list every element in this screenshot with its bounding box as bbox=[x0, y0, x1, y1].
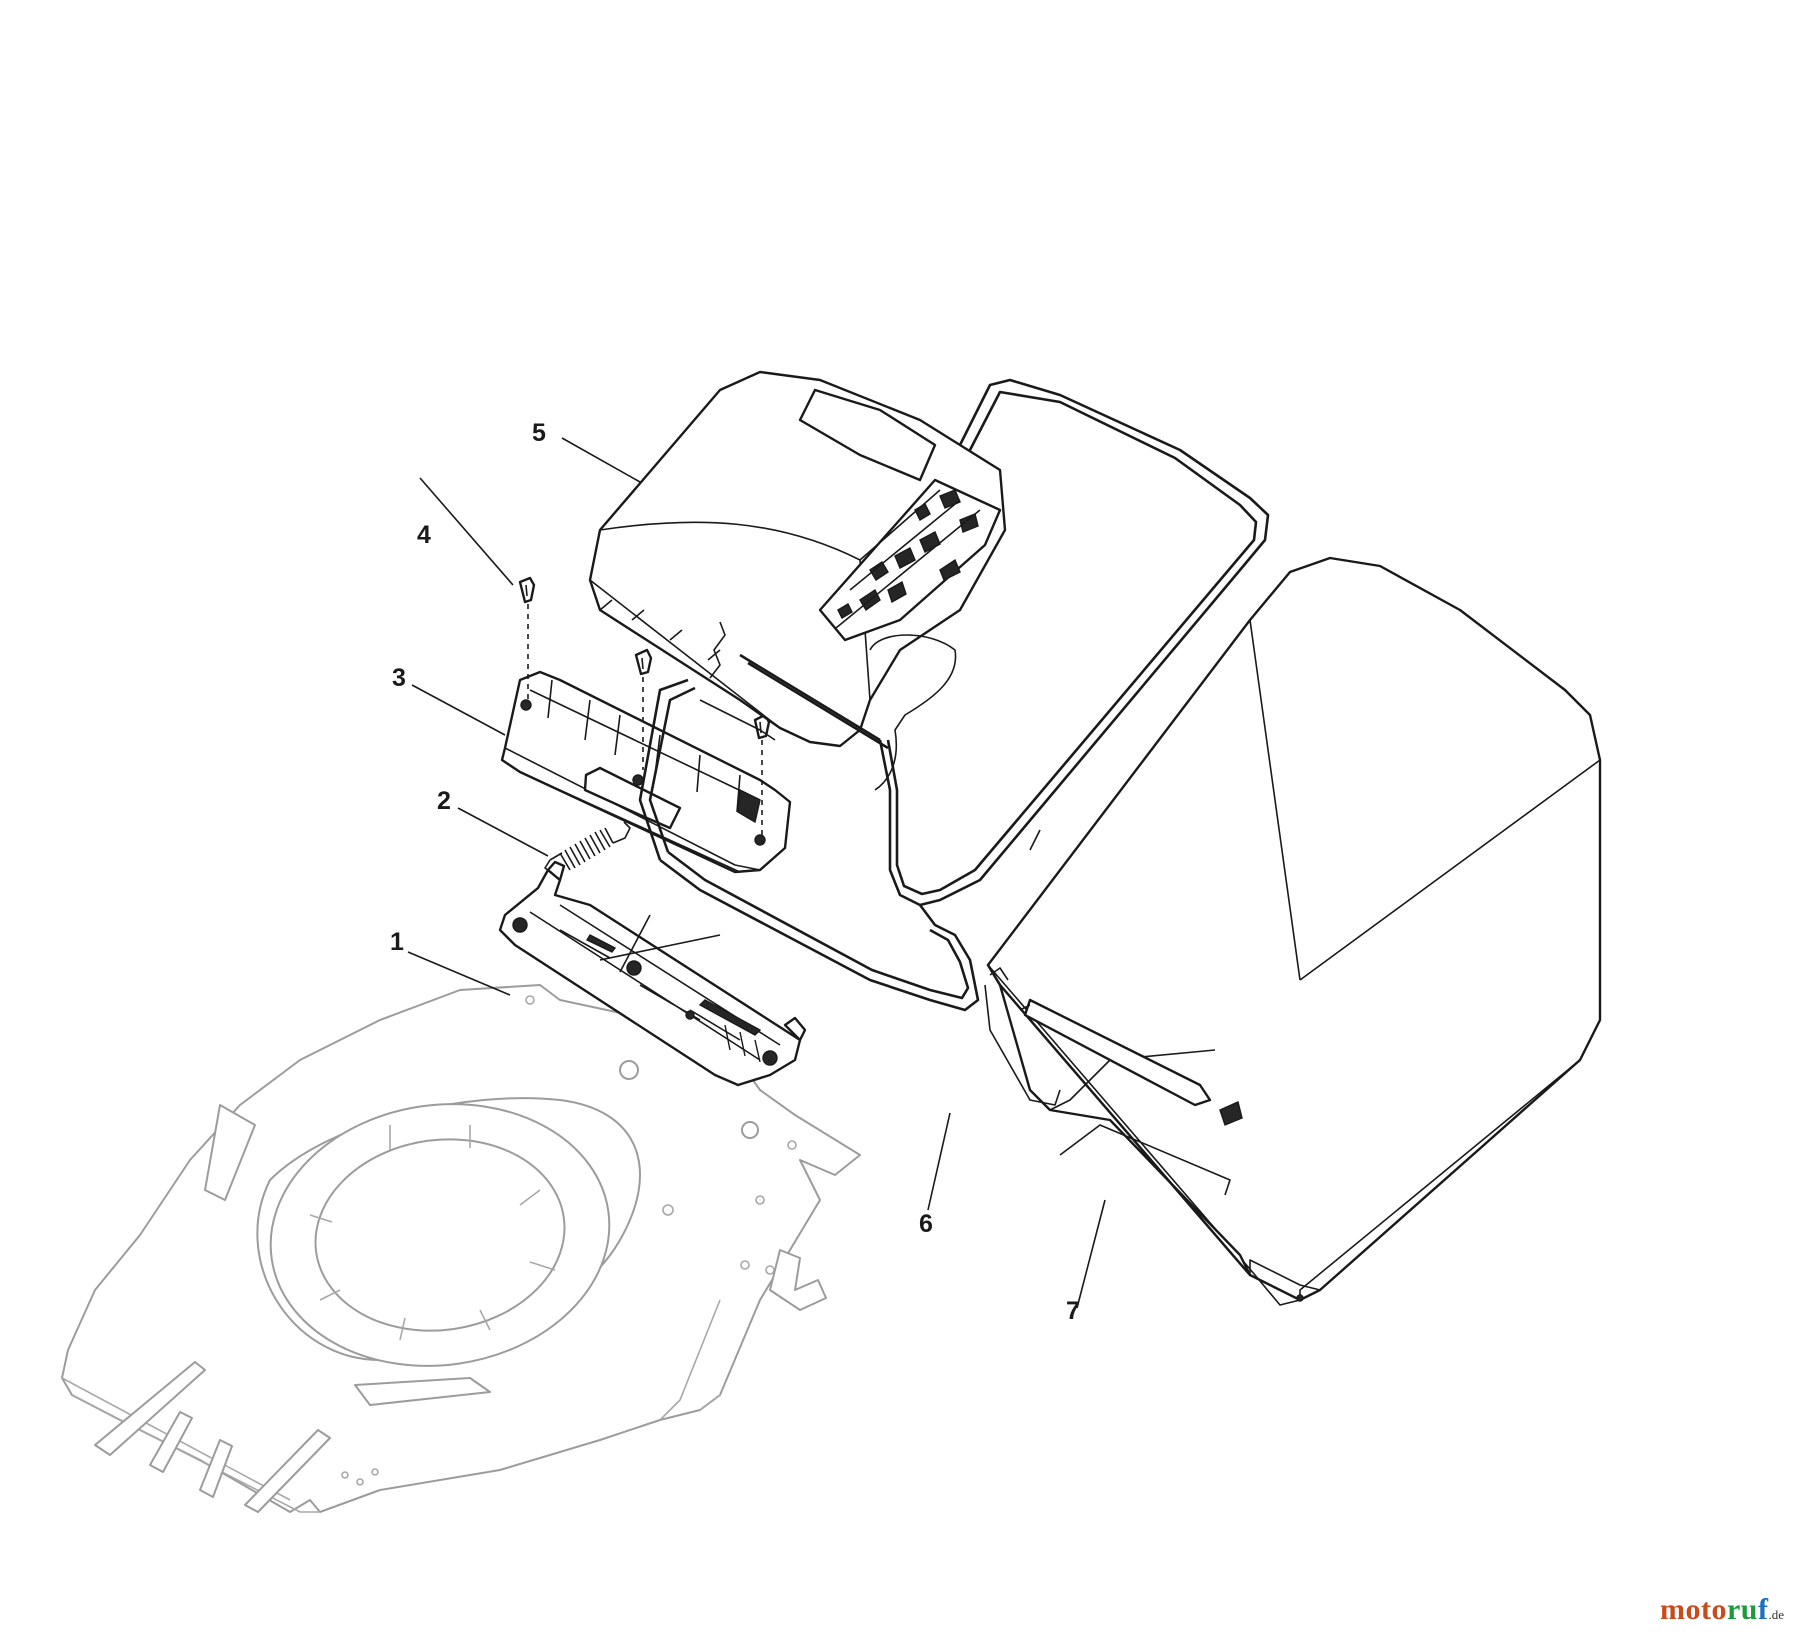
watermark-logo: motoruf.de bbox=[1660, 1593, 1784, 1627]
part-7-grass-box bbox=[984, 556, 1602, 1306]
watermark-brand: motoruf bbox=[1659, 1593, 1769, 1626]
part-6-frame bbox=[638, 378, 1270, 1012]
part-4-screws bbox=[518, 576, 771, 740]
callout-1: 1 bbox=[390, 928, 404, 956]
callout-5: 5 bbox=[532, 419, 546, 447]
part-1-base-bracket bbox=[498, 860, 807, 1087]
callout-labels: 1 2 3 4 5 6 7 bbox=[390, 419, 1080, 1325]
assembly-guide-lines bbox=[527, 604, 763, 848]
watermark-tld: .de bbox=[1768, 1607, 1784, 1622]
mower-deck bbox=[61, 929, 861, 1513]
part-5-top-cover bbox=[588, 370, 1007, 791]
callout-4: 4 bbox=[417, 521, 431, 549]
callout-6: 6 bbox=[919, 1210, 933, 1238]
callout-2: 2 bbox=[437, 787, 451, 815]
part-2-spring bbox=[544, 821, 631, 874]
callout-3: 3 bbox=[392, 664, 406, 692]
leader-lines bbox=[407, 437, 1106, 1309]
callout-7: 7 bbox=[1066, 1297, 1080, 1325]
